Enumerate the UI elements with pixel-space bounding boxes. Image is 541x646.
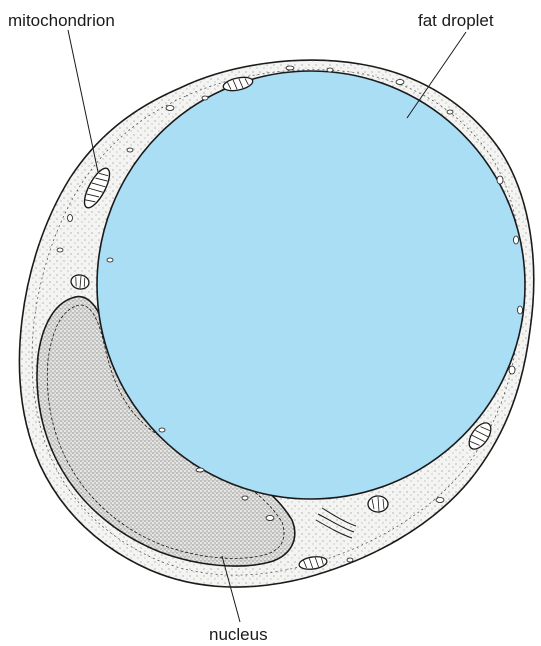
label-mitochondrion: mitochondrion [8,12,115,29]
label-nucleus: nucleus [209,626,268,643]
label-fat-droplet: fat droplet [418,12,494,29]
leader-line-mitochondrion [68,30,98,172]
fat-droplet [97,71,525,499]
mitochondrion-5 [368,496,388,512]
